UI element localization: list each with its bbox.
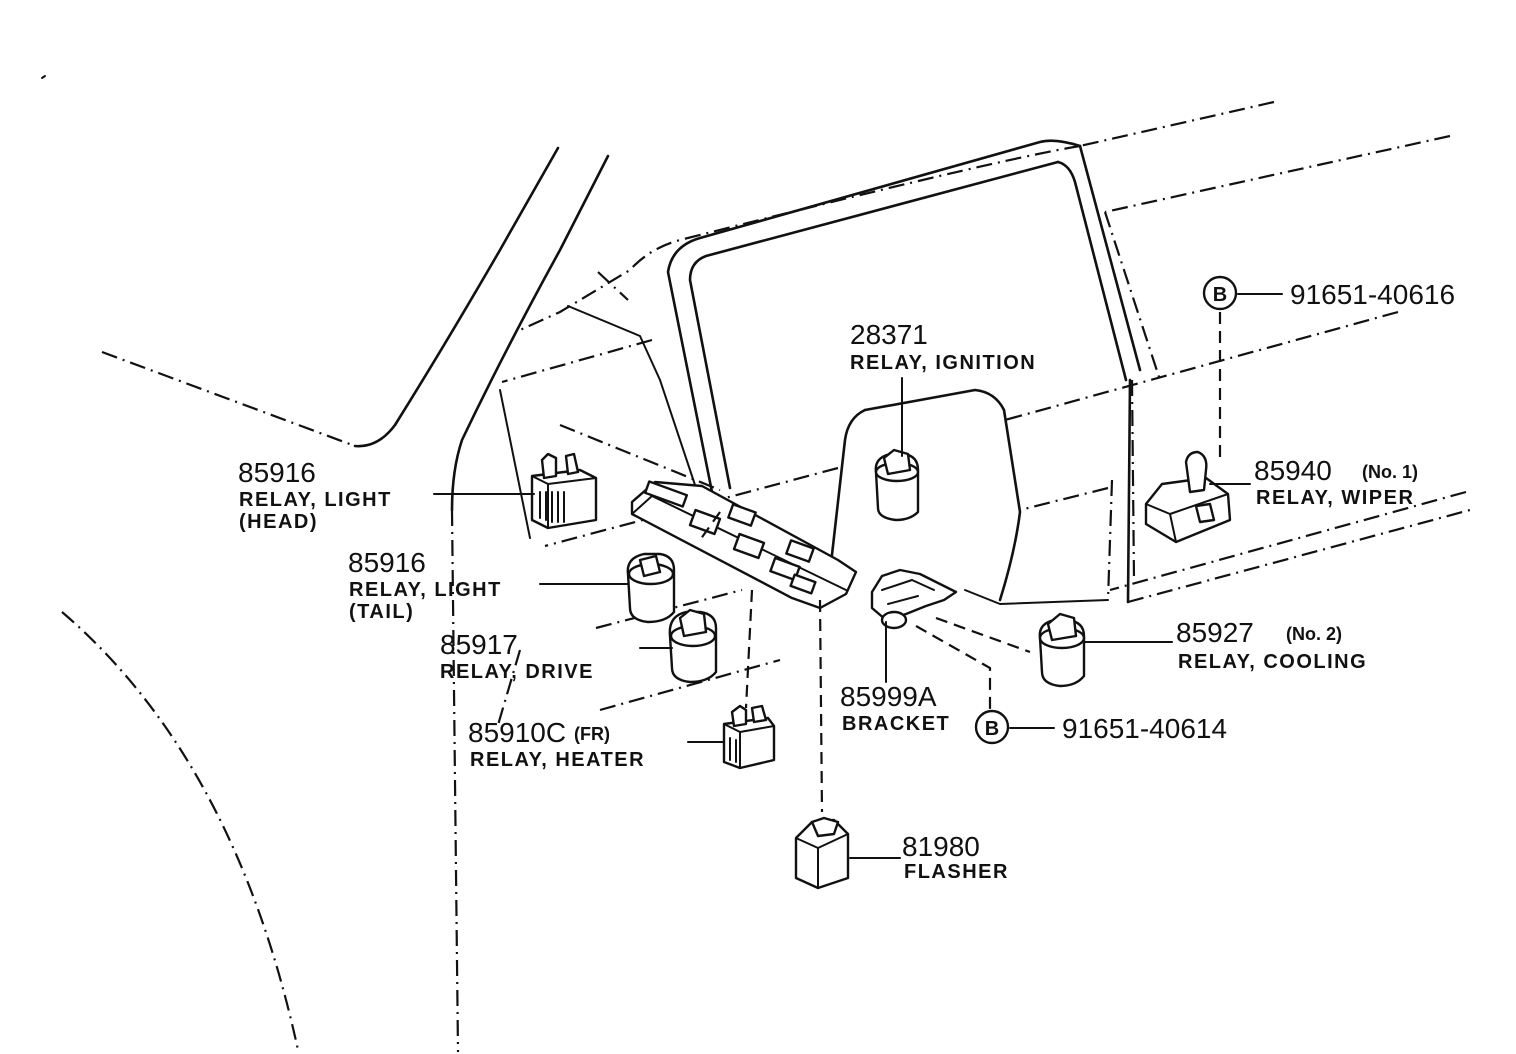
leader-lines xyxy=(433,293,1283,859)
bolt-part-number: 91651-40616 xyxy=(1290,279,1455,310)
part-qualifier: (TAIL) xyxy=(349,601,414,623)
flasher-part xyxy=(794,816,850,890)
part-qualifier: (HEAD) xyxy=(239,511,318,533)
body-outline xyxy=(41,75,1471,1053)
relay-ignition-part xyxy=(874,448,920,522)
bolt-marker-upper: B xyxy=(1202,275,1238,311)
bolt-marker-letter: B xyxy=(985,718,999,740)
relay-drive-part xyxy=(668,608,718,684)
part-name: RELAY, HEATER xyxy=(470,749,645,771)
callout-wiper: 85940 (No. 1) RELAY, WIPER xyxy=(1254,455,1418,509)
relay-heater-part xyxy=(722,704,776,770)
part-variant: (FR) xyxy=(574,724,610,744)
callout-bolt-lower: 91651-40614 xyxy=(1062,713,1227,744)
part-number: 85917 xyxy=(440,629,518,660)
part-number: 28371 xyxy=(850,319,928,350)
callout-cooling: 85927 (No. 2) RELAY, COOLING xyxy=(1176,617,1367,673)
part-number: 85916 xyxy=(348,547,426,578)
part-variant: (No. 2) xyxy=(1286,624,1342,644)
part-name: RELAY, WIPER xyxy=(1256,487,1414,509)
callout-light-head: 85916 RELAY, LIGHT (HEAD) xyxy=(238,457,392,533)
part-name: RELAY, COOLING xyxy=(1178,651,1367,673)
callout-flasher: 81980 FLASHER xyxy=(902,831,1009,883)
bolt-marker-lower: B xyxy=(974,709,1010,745)
part-number: 85999A xyxy=(840,681,937,712)
part-name: RELAY, LIGHT xyxy=(239,489,392,511)
relay-wiper-part xyxy=(1144,450,1232,544)
callout-heater: 85910C (FR) RELAY, HEATER xyxy=(468,717,645,771)
part-number: 85940 xyxy=(1254,455,1332,486)
part-variant: (No. 1) xyxy=(1362,462,1418,482)
callout-bracket: 85999A BRACKET xyxy=(840,681,950,735)
part-number: 85910C xyxy=(468,717,566,748)
part-name: BRACKET xyxy=(842,713,950,735)
part-number: 81980 xyxy=(902,831,980,862)
bracket-part xyxy=(870,568,958,630)
callout-drive: 85917 RELAY, DRIVE xyxy=(440,629,594,683)
relay-light-tail-part xyxy=(626,552,676,624)
part-number: 85916 xyxy=(238,457,316,488)
part-number: 85927 xyxy=(1176,617,1254,648)
part-name: RELAY, DRIVE xyxy=(440,661,594,683)
part-name: RELAY, LIGHT xyxy=(349,579,502,601)
bolt-marker-letter: B xyxy=(1213,284,1227,306)
relay-light-head-part xyxy=(530,452,598,530)
relay-block xyxy=(630,480,858,813)
callout-bolt-upper: 91651-40616 xyxy=(1290,279,1455,310)
part-name: RELAY, IGNITION xyxy=(850,352,1036,374)
relay-cooling-part xyxy=(1038,612,1086,688)
callout-light-tail: 85916 RELAY, LIGHT (TAIL) xyxy=(348,547,502,623)
part-name: FLASHER xyxy=(904,861,1009,883)
callout-ignition: 28371 RELAY, IGNITION xyxy=(850,319,1036,374)
bolt-part-number: 91651-40614 xyxy=(1062,713,1227,744)
